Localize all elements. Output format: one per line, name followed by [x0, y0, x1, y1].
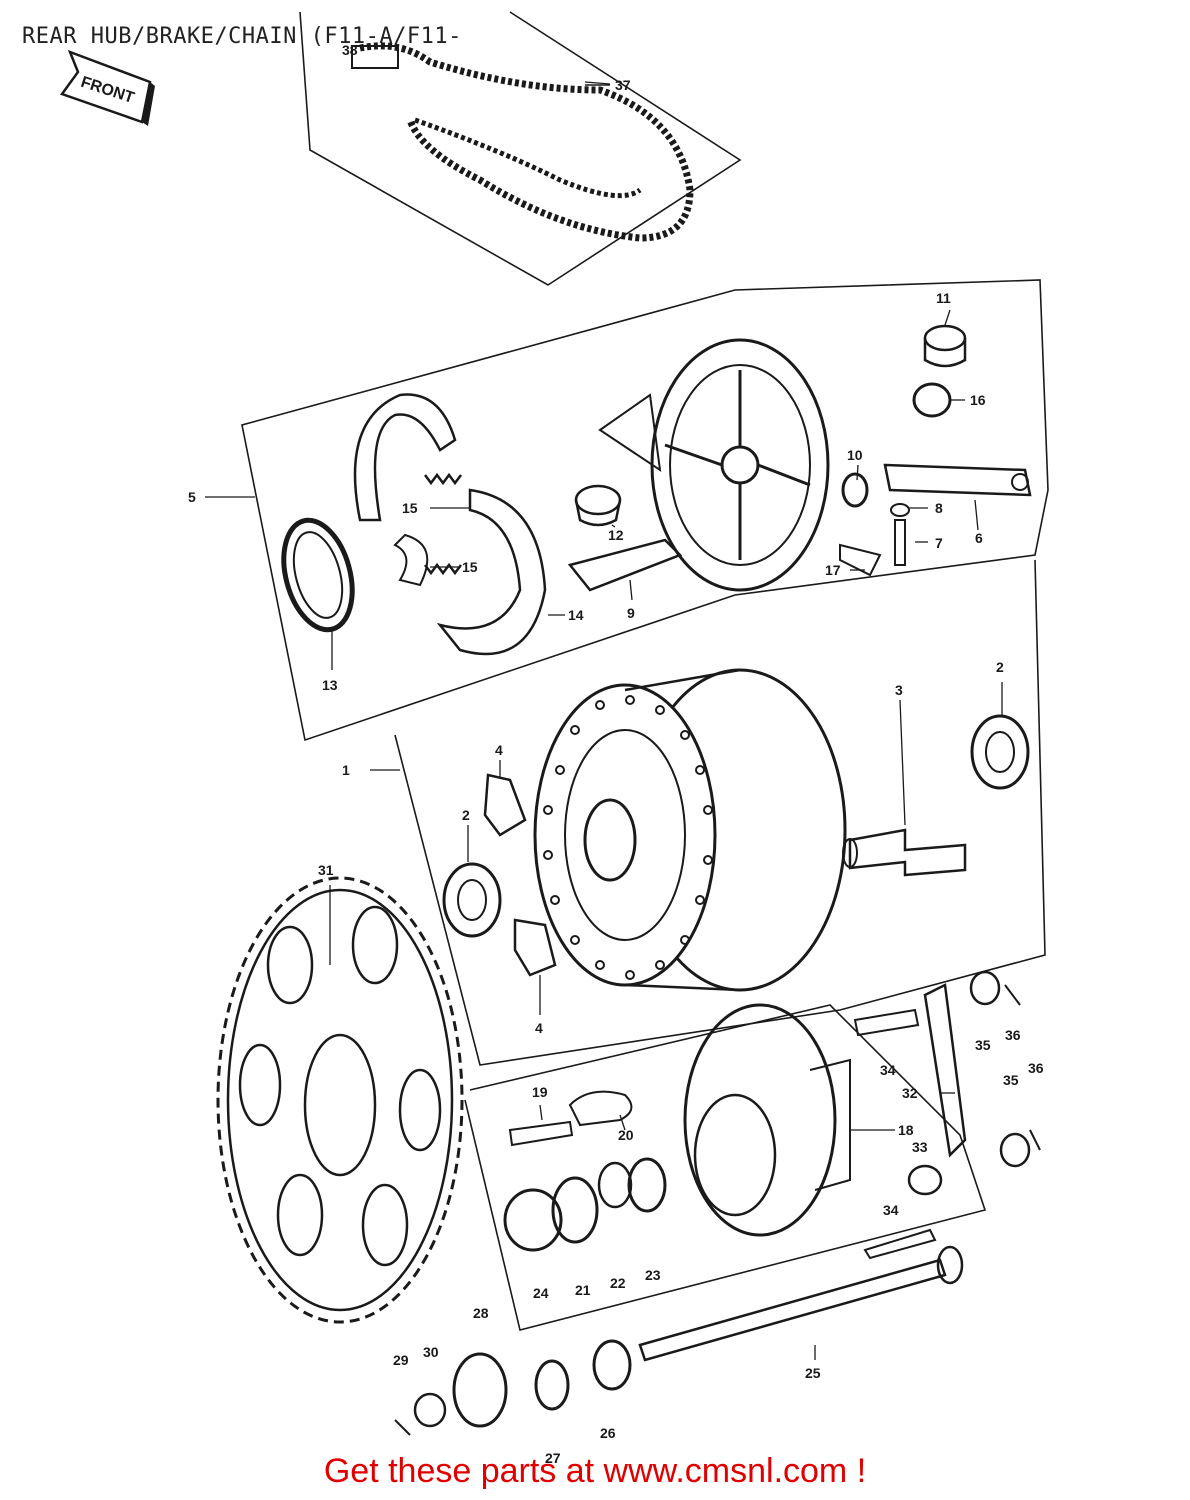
callout-38: 38: [342, 42, 358, 58]
washer-icon: [534, 1359, 570, 1411]
bolt-icon: [508, 1120, 574, 1147]
callout-34: 34: [880, 1062, 896, 1078]
brake-cam-icon: [567, 538, 683, 592]
chain-adjuster-group: [853, 970, 1041, 1196]
callout-4: 4: [535, 1020, 543, 1036]
collar-icon: [503, 1188, 563, 1252]
hub-group: [394, 559, 1046, 1066]
washer-icon: [841, 472, 869, 508]
collar-icon: [907, 1164, 943, 1196]
callout-33: 33: [912, 1139, 928, 1155]
callout-15: 15: [462, 559, 478, 575]
callout-36: 36: [1028, 1060, 1044, 1076]
chain-adjuster-icon: [923, 983, 967, 1158]
bolt-icon: [853, 1008, 920, 1037]
damper-icon: [513, 918, 557, 977]
rear-axle-icon: [638, 1228, 964, 1362]
callout-35: 35: [1003, 1072, 1019, 1088]
chain-group: [299, 11, 742, 286]
callout-36: 36: [1005, 1027, 1021, 1043]
nut-icon: [413, 1392, 447, 1428]
callout-10: 10: [847, 447, 863, 463]
bearing-icon: [551, 1176, 599, 1244]
brake-panel-group: [241, 279, 1049, 742]
callout-3: 3: [895, 682, 903, 698]
nut-icon: [999, 1132, 1031, 1168]
callout-11: 11: [936, 290, 951, 306]
chain-master-link-icon: [351, 45, 399, 69]
circlip-icon: [597, 1161, 633, 1209]
callout-2: 2: [996, 659, 1004, 675]
bushing-icon: [574, 484, 622, 516]
callout-9: 9: [627, 605, 635, 621]
callout-8: 8: [935, 500, 943, 516]
callout-7: 7: [935, 535, 943, 551]
wear-indicator-icon: [839, 543, 882, 577]
damper-icon: [483, 773, 527, 837]
callout-16: 16: [970, 392, 986, 408]
coupling-group: [464, 1003, 987, 1331]
sprocket-nut-icon: [452, 1352, 508, 1428]
callout-30: 30: [423, 1344, 439, 1360]
callout-35: 35: [975, 1037, 991, 1053]
return-spring-icon: [424, 472, 462, 486]
nut-icon: [969, 970, 1001, 1006]
callout-13: 13: [322, 677, 338, 693]
bearing-icon: [442, 862, 502, 938]
callout-15: 15: [402, 500, 418, 516]
leader-lines: [205, 81, 1003, 1360]
callout-31: 31: [318, 862, 334, 878]
cotter-pin-icon: [1004, 984, 1041, 1151]
callout-23: 23: [645, 1267, 661, 1283]
callout-18: 18: [898, 1122, 914, 1138]
axle-sleeve-icon: [848, 828, 967, 877]
cotter-pin-icon: [394, 1419, 411, 1436]
lock-plate-icon: [568, 1090, 633, 1127]
callout-25: 25: [805, 1365, 821, 1381]
front-arrow-icon: FRONT: [60, 49, 155, 126]
callout-17: 17: [825, 562, 841, 578]
callout-32: 32: [902, 1085, 918, 1101]
dust-seal-icon: [923, 324, 967, 352]
callout-37: 37: [615, 77, 631, 93]
brake-shoe-icon: [436, 488, 547, 656]
sprocket-icon: [216, 876, 464, 1324]
callout-29: 29: [393, 1352, 409, 1368]
brake-lever-icon: [883, 463, 1032, 497]
callout-21: 21: [575, 1282, 591, 1298]
callout-6: 6: [975, 530, 983, 546]
bearing-icon: [970, 714, 1030, 790]
callout-1: 1: [342, 762, 350, 778]
callout-14: 14: [568, 607, 584, 623]
callout-5: 5: [188, 489, 196, 505]
callout-24: 24: [533, 1285, 549, 1301]
return-spring-icon: [424, 562, 462, 576]
callout-26: 26: [600, 1425, 616, 1441]
callout-12: 12: [608, 527, 624, 543]
footer-link-text[interactable]: Get these parts at www.cmsnl.com !: [323, 1452, 867, 1490]
callout-27: 27: [545, 1450, 561, 1466]
callout-19: 19: [532, 1084, 548, 1100]
grease-seal-icon: [281, 517, 355, 633]
o-ring-icon: [912, 382, 952, 418]
collar-icon: [592, 1339, 632, 1391]
callout-4: 4: [495, 742, 503, 758]
callout-28: 28: [473, 1305, 489, 1321]
callout-2: 2: [462, 807, 470, 823]
callout-20: 20: [618, 1127, 634, 1143]
oil-seal-icon: [627, 1157, 667, 1213]
small-parts-group: [394, 1339, 632, 1436]
callout-22: 22: [610, 1275, 626, 1291]
spoke-holes: [543, 695, 713, 980]
sprocket-coupling-icon: [683, 1003, 837, 1237]
brake-shoe-icon: [353, 393, 457, 522]
bolt-icon: [894, 519, 906, 566]
callout-34: 34: [883, 1202, 899, 1218]
